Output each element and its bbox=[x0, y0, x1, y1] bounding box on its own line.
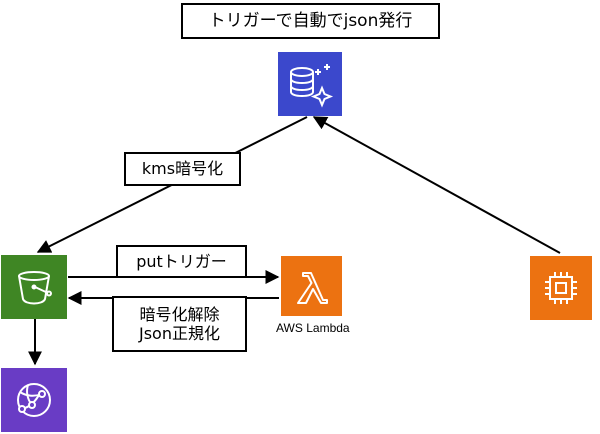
s3-node bbox=[1, 255, 67, 319]
s3-bucket-icon bbox=[18, 271, 52, 305]
decrypt-label-line2: Json正規化 bbox=[139, 324, 220, 343]
arrow-ec2-to-db bbox=[312, 116, 561, 254]
ec2-chip-icon bbox=[545, 272, 577, 304]
decrypt-label-line1: 暗号化解除 bbox=[139, 304, 220, 324]
put-trigger-label-box: putトリガー bbox=[116, 245, 247, 278]
database-sparkle-icon bbox=[290, 64, 334, 108]
kms-label: kms暗号化 bbox=[141, 159, 224, 179]
decrypt-label-box: 暗号化解除 Json正規化 bbox=[112, 296, 247, 352]
cloudfront-node bbox=[1, 368, 67, 432]
lambda-icon bbox=[297, 272, 328, 304]
kms-label-box: kms暗号化 bbox=[124, 152, 241, 186]
cloudfront-icon bbox=[17, 383, 51, 417]
lambda-node bbox=[281, 256, 342, 316]
put-trigger-label: putトリガー bbox=[136, 251, 227, 271]
title-label-box: トリガーで自動でjson発行 bbox=[181, 3, 440, 39]
database-node bbox=[278, 52, 342, 116]
lambda-caption: AWS Lambda bbox=[276, 321, 350, 335]
ec2-node bbox=[530, 256, 592, 320]
title-label: トリガーで自動でjson発行 bbox=[208, 10, 413, 31]
